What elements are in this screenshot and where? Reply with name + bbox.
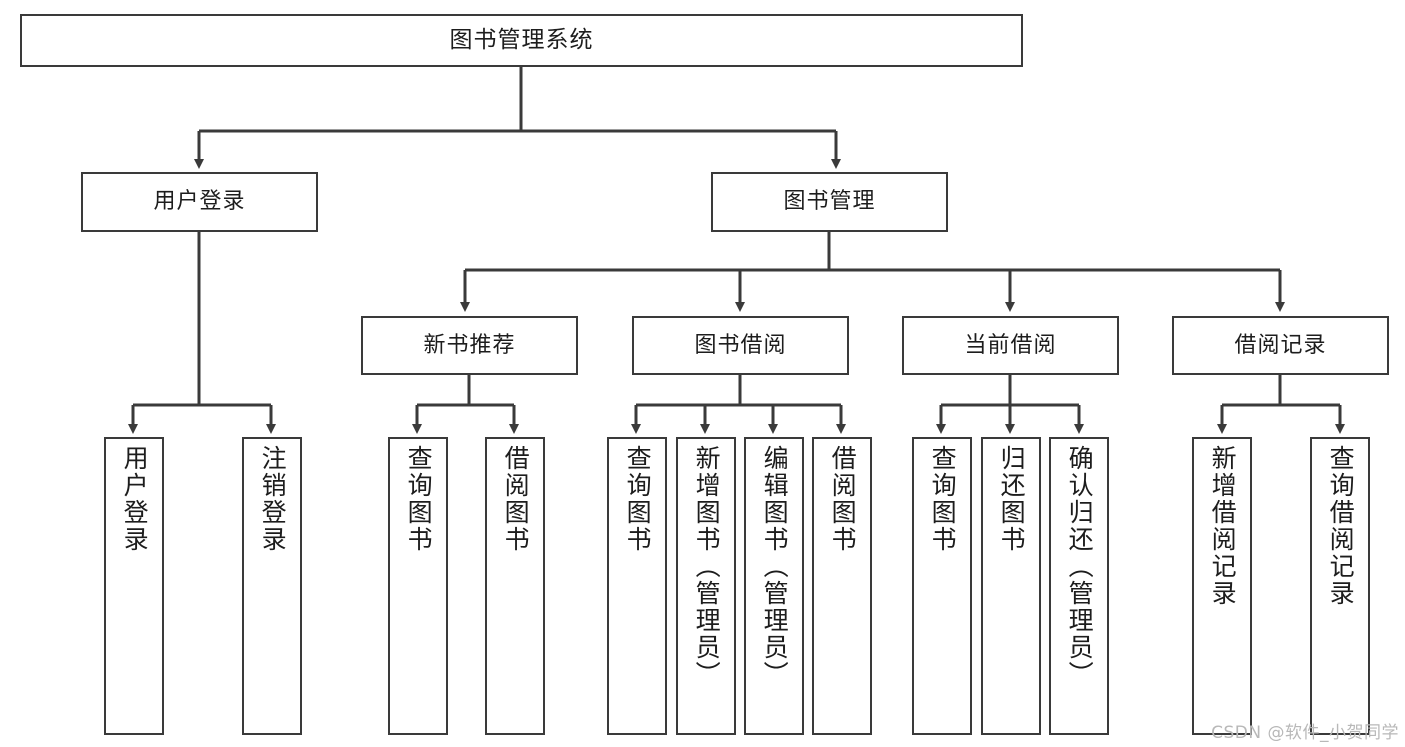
node-label: 当前借阅 [964,332,1057,358]
node-leaf-borrow-book[interactable]: 借阅图书 [812,437,872,735]
node-label: 用户登录 [153,189,246,215]
node-label: 归还图书 [997,445,1027,553]
node-label: 借阅记录 [1234,332,1327,358]
node-label: 确认归还（管理员） [1065,445,1095,688]
node-leaf-logout[interactable]: 注销登录 [242,437,302,735]
node-label: 查询图书 [623,445,653,553]
node-label: 新书推荐 [423,332,516,358]
node-label: 借阅图书 [828,445,858,553]
node-label: 注销登录 [258,445,288,553]
node-label: 图书管理 [783,189,876,215]
node-leaf-return-book[interactable]: 归还图书 [981,437,1041,735]
node-book-management[interactable]: 图书管理 [711,172,948,232]
node-leaf-query-borrow-record[interactable]: 查询借阅记录 [1310,437,1370,735]
node-user-login[interactable]: 用户登录 [81,172,318,232]
node-leaf-query-book-current[interactable]: 查询图书 [912,437,972,735]
node-label: 用户登录 [120,445,150,553]
node-new-book-recommend[interactable]: 新书推荐 [361,316,578,375]
node-book-borrow[interactable]: 图书借阅 [632,316,849,375]
node-leaf-add-borrow-record[interactable]: 新增借阅记录 [1192,437,1252,735]
node-label: 查询借阅记录 [1326,445,1356,607]
node-label: 新增借阅记录 [1208,445,1238,607]
node-label: 图书借阅 [694,332,787,358]
node-leaf-edit-book-admin[interactable]: 编辑图书（管理员） [744,437,804,735]
node-label: 借阅图书 [501,445,531,553]
node-label: 编辑图书（管理员） [760,445,790,688]
node-borrow-record[interactable]: 借阅记录 [1172,316,1389,375]
node-current-borrow[interactable]: 当前借阅 [902,316,1119,375]
node-leaf-query-book[interactable]: 查询图书 [607,437,667,735]
node-root-system[interactable]: 图书管理系统 [20,14,1023,67]
node-leaf-borrow-book-rec[interactable]: 借阅图书 [485,437,545,735]
node-leaf-query-book-rec[interactable]: 查询图书 [388,437,448,735]
node-leaf-user-login[interactable]: 用户登录 [104,437,164,735]
node-label: 图书管理系统 [449,26,594,53]
csdn-watermark: CSDN @软件_小贺同学 [1211,723,1399,743]
node-leaf-add-book-admin[interactable]: 新增图书（管理员） [676,437,736,735]
node-label: 新增图书（管理员） [692,445,722,688]
node-label: 查询图书 [928,445,958,553]
node-leaf-confirm-return-admin[interactable]: 确认归还（管理员） [1049,437,1109,735]
node-label: 查询图书 [404,445,434,553]
